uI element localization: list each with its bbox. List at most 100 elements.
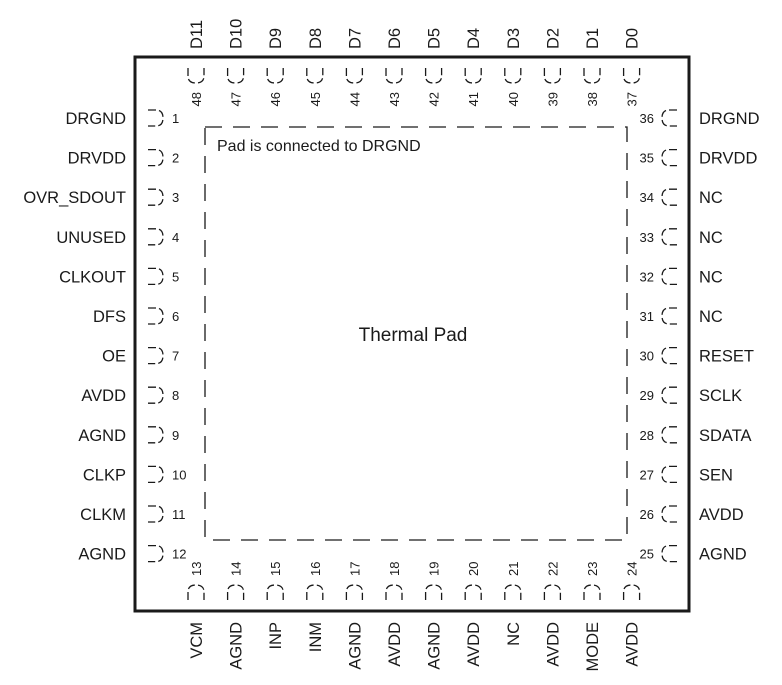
pin-number: 40 bbox=[506, 92, 521, 106]
pin-label: D9 bbox=[267, 28, 285, 49]
pin-30: 30 RESET bbox=[640, 346, 754, 366]
pin-number: 7 bbox=[172, 349, 179, 364]
pin-number: 15 bbox=[268, 562, 283, 576]
pin-lead bbox=[661, 109, 677, 127]
pin-number: 3 bbox=[172, 190, 179, 205]
pin-number: 31 bbox=[640, 309, 654, 324]
pin-lead bbox=[661, 148, 677, 167]
pin-number: 20 bbox=[466, 562, 481, 576]
pin-lead bbox=[385, 584, 403, 600]
pin-lead bbox=[661, 267, 677, 286]
pin-lead bbox=[266, 68, 284, 84]
pin-lead bbox=[543, 68, 562, 84]
pin-label: AGND bbox=[228, 622, 246, 670]
pin-label: AVDD bbox=[699, 506, 744, 524]
pin-number: 2 bbox=[172, 151, 179, 166]
pin-lead bbox=[424, 584, 443, 600]
pin-number: 45 bbox=[308, 92, 323, 106]
pin-label: INM bbox=[307, 622, 325, 652]
pin-label: CLKP bbox=[83, 466, 126, 484]
pins-layer: 1DRGND2DRVDD3OVR_SDOUT4UNUSED5CLKOUT6DFS… bbox=[23, 19, 759, 672]
pin-lead bbox=[661, 307, 677, 325]
pin-lead bbox=[583, 68, 601, 84]
pin-number: 4 bbox=[172, 230, 179, 245]
pin-label: NC bbox=[699, 308, 723, 326]
pin-label: D7 bbox=[346, 28, 364, 49]
pin-number: 27 bbox=[640, 467, 654, 482]
pin-number: 39 bbox=[545, 92, 560, 106]
pin-number: 34 bbox=[640, 190, 654, 205]
pin-number: 36 bbox=[640, 111, 654, 126]
pin-label: SEN bbox=[699, 466, 733, 484]
pin-lead bbox=[583, 584, 601, 600]
pin-label: D0 bbox=[624, 28, 642, 49]
pin-lead bbox=[266, 584, 284, 600]
pin-label: AVDD bbox=[624, 622, 642, 667]
pin-number: 32 bbox=[640, 269, 654, 284]
pin-lead bbox=[661, 465, 677, 484]
pin-lead bbox=[504, 68, 522, 84]
pin-number: 35 bbox=[640, 151, 654, 166]
pin-lead bbox=[661, 505, 677, 523]
pin-lead bbox=[661, 386, 677, 404]
pin-lead bbox=[661, 188, 677, 206]
pin-label: D4 bbox=[465, 28, 483, 49]
pin-number: 6 bbox=[172, 309, 179, 324]
pin-label: AGND bbox=[78, 546, 126, 564]
pin-label: AGND bbox=[699, 546, 747, 564]
pin-number: 16 bbox=[308, 562, 323, 576]
pin-number: 14 bbox=[229, 562, 244, 576]
pin-number: 17 bbox=[347, 562, 362, 576]
pin-lead bbox=[148, 544, 164, 563]
pin-lead bbox=[622, 68, 641, 84]
pin-label: VCM bbox=[188, 622, 206, 659]
pin-number: 25 bbox=[640, 547, 654, 562]
pin-35: 35 DRVDD bbox=[640, 148, 757, 168]
pin-lead bbox=[306, 584, 324, 600]
pin-lead bbox=[661, 426, 677, 444]
pin-27: 27 SEN bbox=[640, 465, 733, 484]
pin-number: 21 bbox=[506, 562, 521, 576]
pin-lead bbox=[543, 584, 562, 600]
pin-26: 26 AVDD bbox=[640, 505, 744, 524]
pin-lead bbox=[226, 584, 245, 600]
pin-lead bbox=[187, 584, 205, 600]
pin-lead bbox=[226, 68, 245, 84]
pin-label: DRVDD bbox=[699, 150, 757, 168]
pin-number: 43 bbox=[387, 92, 402, 106]
pin-number: 47 bbox=[229, 92, 244, 106]
pin-label: MODE bbox=[584, 622, 602, 672]
pin-number: 26 bbox=[640, 507, 654, 522]
pin-number: 8 bbox=[172, 388, 179, 403]
pin-lead bbox=[148, 188, 164, 206]
pin-number: 30 bbox=[640, 349, 654, 364]
pin-label: SDATA bbox=[699, 427, 752, 445]
pin-number: 5 bbox=[172, 269, 179, 284]
pin-lead bbox=[306, 68, 324, 84]
pin-31: 31 NC bbox=[640, 307, 723, 326]
pin-label: RESET bbox=[699, 348, 754, 366]
